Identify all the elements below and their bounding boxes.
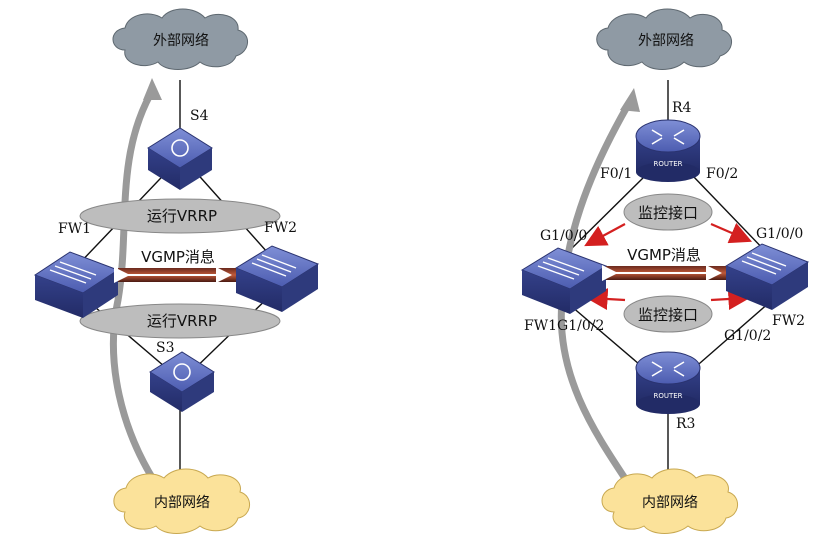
right-vgmp-link: VGMP消息 [602,246,726,281]
firewall-icon [49,261,97,284]
left-vrrp-bottom: 运行VRRP [79,303,281,339]
left-path-arrowhead [143,78,162,100]
left-cloud-external-label: 外部网络 [153,33,209,49]
monitor-arrows [584,222,753,310]
s3-label: S3 [156,340,175,356]
fw1-right-label: FW1G1/0/2 [524,318,604,334]
switch-s3: S3 [149,340,215,412]
firewall-fw2-right: G1/0/0 FW2 G1/0/2 [724,226,810,344]
right-cloud-internal: 内部网络 [601,468,738,534]
fw2-right-label: FW2 [772,313,805,329]
fw2-port-top-label: G1/0/0 [756,226,803,242]
firewall-icon [251,254,297,277]
right-cloud-internal-label: 内部网络 [642,495,698,511]
port-f02-label: F0/2 [706,166,738,182]
fw2-port-bottom-label: G1/0/2 [724,328,771,344]
fw2-label: FW2 [264,220,297,236]
right-cloud-external: 外部网络 [596,8,732,70]
firewall-fw1: FW1 [33,221,120,318]
vrrp-top-label: 运行VRRP [147,207,217,225]
r4-label: R4 [672,100,692,116]
router-icon [651,361,685,377]
fw1-port-top-label: G1/0/0 [540,228,587,244]
router-r4: ROUTER R4 F0/1 F0/2 [600,100,738,182]
monitor-interface-bottom: 监控接口 [623,295,713,333]
right-diagram: 外部网络 内部网络 ROUTER R4 F0/1 F0/2 [520,8,810,534]
switch-icon [171,139,189,157]
fw1-label: FW1 [58,221,91,237]
firewall-icon [537,257,585,280]
port-f01-label: F0/1 [600,166,632,182]
firewall-fw1-right: G1/0/0 FW1G1/0/2 [520,228,608,334]
left-cloud-external: 外部网络 [112,8,248,70]
left-diagram: 外部网络 内部网络 S4 S3 运行VRRP [33,8,320,534]
router-r3: ROUTER R3 [635,351,701,432]
left-cloud-internal: 内部网络 [113,468,250,534]
monitor-bottom-label: 监控接口 [638,306,698,324]
left-vgmp-link: VGMP消息 [114,248,236,283]
monitor-interface-top: 监控接口 [623,193,713,231]
vgmp-label: VGMP消息 [627,246,701,264]
left-cloud-internal-label: 内部网络 [154,495,210,511]
vgmp-label: VGMP消息 [141,248,215,266]
s4-label: S4 [190,108,209,124]
r3-label: R3 [676,416,695,432]
router-caption: ROUTER [653,160,682,168]
vrrp-bottom-label: 运行VRRP [147,312,217,330]
firewall-fw2: FW2 [234,220,320,312]
router-caption: ROUTER [653,392,682,400]
left-vrrp-top: 运行VRRP [79,198,281,234]
right-links [563,80,771,486]
right-path-arrowhead [620,88,640,112]
switch-s4: S4 [147,108,213,190]
right-cloud-external-label: 外部网络 [638,33,694,49]
firewall-icon [741,252,787,275]
router-icon [651,129,685,145]
monitor-top-label: 监控接口 [638,204,698,222]
left-traffic-path [110,91,164,494]
switch-icon [173,363,191,381]
